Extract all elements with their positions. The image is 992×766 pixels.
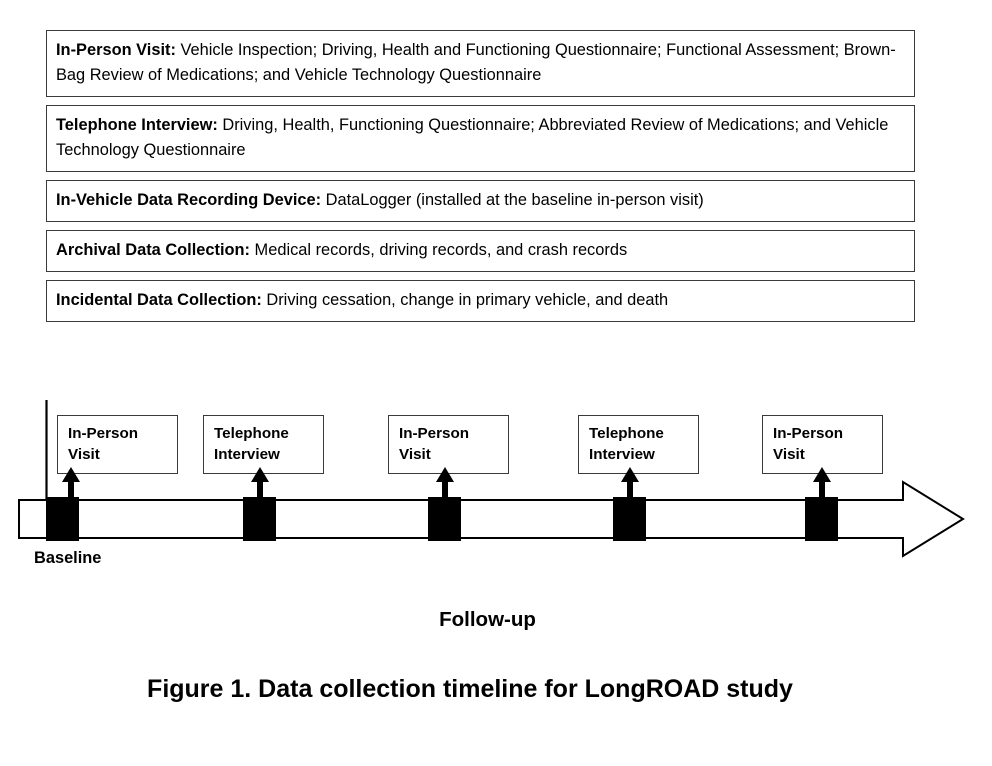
timeline-marker-4: [613, 497, 646, 541]
row-body-text: Vehicle Inspection; Driving, Health and …: [56, 41, 896, 84]
row-body-text: Driving, Health, Functioning Questionnai…: [56, 115, 889, 159]
visit-box-line2: Visit: [773, 445, 805, 463]
timeline-marker-2: [243, 497, 276, 541]
connector-arrow-3: [436, 467, 454, 500]
timeline-marker-3: [428, 497, 461, 541]
visit-box-3: In-Person Visit: [388, 415, 509, 474]
connector-arrow-2: [251, 467, 269, 500]
followup-label: Follow-up: [439, 608, 536, 631]
visit-box-line1: Telephone: [214, 425, 289, 442]
row-in-person-visit: In-Person Visit: Vehicle Inspection; Dri…: [46, 30, 915, 97]
visit-box-line1: In-Person: [773, 425, 844, 442]
visit-box-4: Telephone Interview: [578, 415, 699, 474]
connector-arrows: [62, 467, 831, 500]
row-lead-label: In-Vehicle Data Recording Device:: [56, 190, 322, 209]
row-body-text: DataLogger (installed at the baseline in…: [321, 190, 704, 209]
connector-arrow-4: [621, 467, 639, 500]
row-telephone-interview: Telephone Interview: Driving, Health, Fu…: [46, 104, 915, 172]
row-lead-label: Archival Data Collection:: [56, 240, 250, 259]
timeline-marker-5: [805, 497, 838, 541]
visit-box-line2: Visit: [68, 445, 100, 463]
row-lead-label: Incidental Data Collection:: [56, 290, 262, 309]
row-archival-data-collection: Archival Data Collection: Medical record…: [46, 229, 915, 272]
visit-box-1: In-Person Visit: [57, 415, 178, 474]
visit-box-2: Telephone Interview: [203, 415, 324, 474]
visit-box-line1: In-Person: [68, 425, 139, 442]
visit-box-line1: In-Person: [399, 425, 470, 442]
connector-arrow-5: [813, 467, 831, 500]
row-body-text: Driving cessation, change in primary veh…: [261, 290, 669, 309]
visit-box-line2: Interview: [214, 445, 280, 463]
visit-box-line2: Visit: [399, 445, 431, 463]
row-incidental-data-collection: Incidental Data Collection: Driving cess…: [46, 279, 915, 322]
row-lead-label: In-Person Visit:: [56, 41, 176, 59]
figure-caption: Figure 1. Data collection timeline for L…: [147, 675, 793, 703]
row-body-text: Medical records, driving records, and cr…: [250, 240, 628, 259]
visit-box-line1: Telephone: [589, 425, 664, 442]
row-in-vehicle-data-recording-device: In-Vehicle Data Recording Device: DataLo…: [46, 179, 915, 222]
data-collection-rows: In-Person Visit: Vehicle Inspection; Dri…: [46, 30, 915, 330]
timeline-marker-1: [46, 497, 79, 541]
baseline-label: Baseline: [34, 549, 102, 567]
connector-arrow-1: [62, 467, 80, 500]
timeline-graphic: [18, 400, 965, 558]
row-lead-label: Telephone Interview:: [56, 115, 218, 134]
visit-box-line2: Interview: [589, 445, 655, 463]
